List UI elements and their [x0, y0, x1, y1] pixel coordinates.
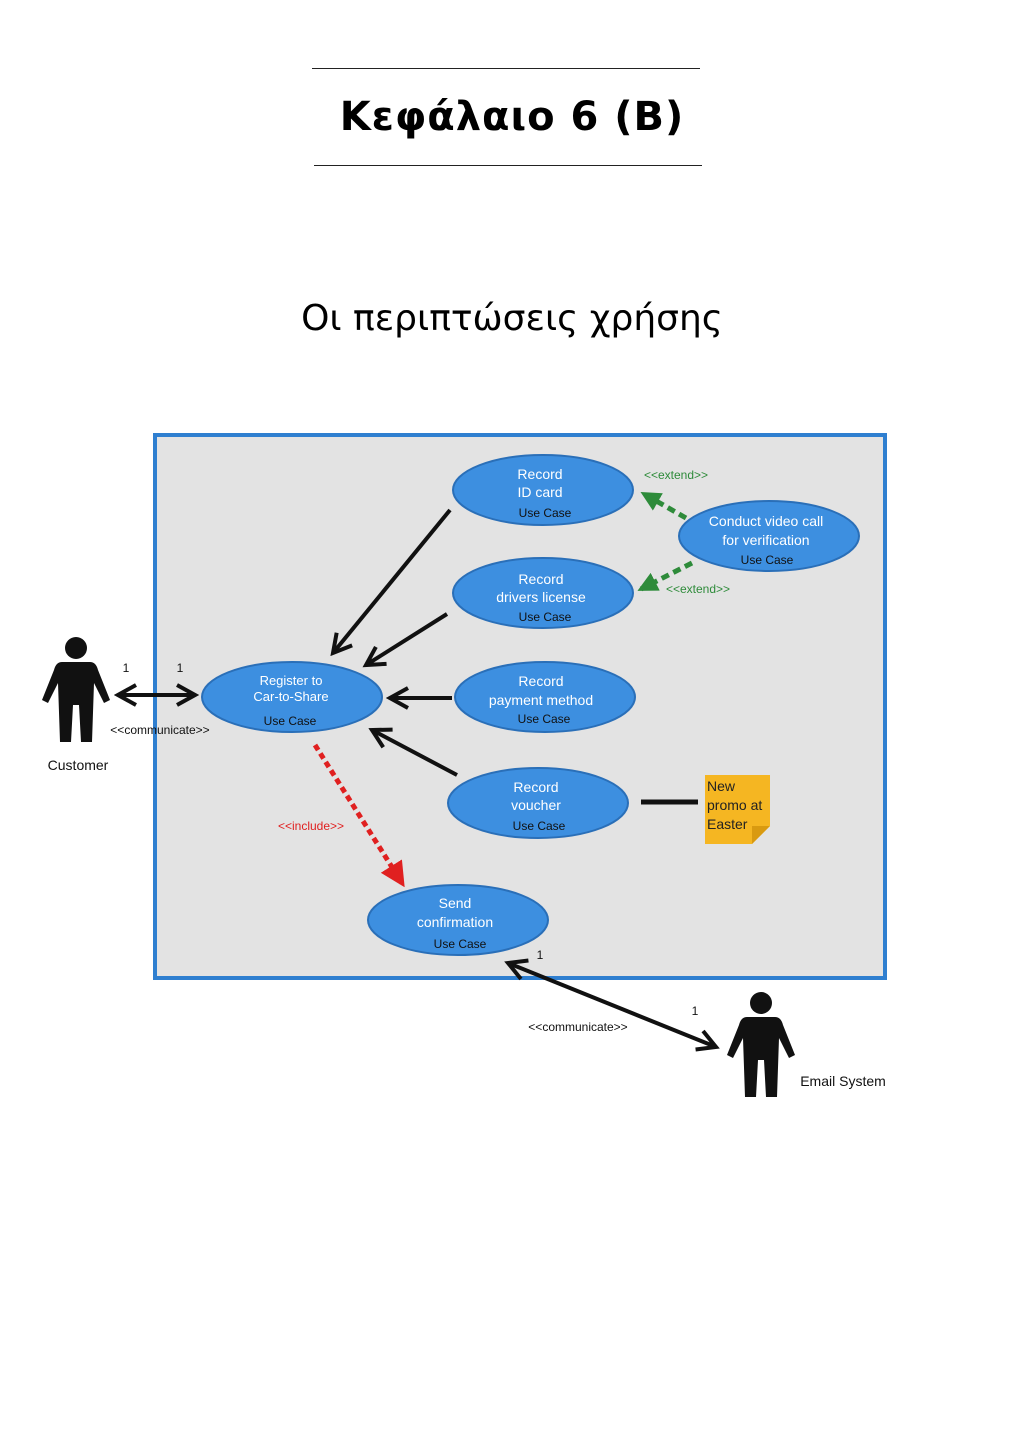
- use-case-register: Register to Car-to-Share Use Case: [201, 661, 383, 733]
- association-license-register: [366, 612, 449, 665]
- extend-label-bottom: <<extend>>: [666, 582, 730, 596]
- svg-text:Use Case: Use Case: [741, 553, 794, 567]
- use-case-record-id-card: Record ID card Use Case: [452, 454, 634, 526]
- extend-arrow-license: [637, 560, 694, 592]
- use-case-record-payment-method: Record payment method Use Case: [454, 661, 636, 733]
- multiplicity-customer-right: 1: [177, 661, 184, 675]
- use-case-record-voucher: Record voucher Use Case: [447, 767, 629, 839]
- communicate-label-customer: <<communicate>>: [110, 723, 209, 737]
- multiplicity-email-top: 1: [537, 948, 544, 962]
- association-voucher-register: [372, 730, 458, 777]
- extend-label-top: <<extend>>: [644, 468, 708, 482]
- customer-actor-icon: [42, 637, 110, 742]
- customer-label: Customer: [48, 757, 109, 773]
- svg-text:Use Case: Use Case: [519, 506, 572, 520]
- sticky-note: New promo at Easter: [705, 775, 770, 844]
- top-rule: [312, 68, 700, 69]
- section-title: Οι περιπτώσεις χρήσης: [301, 298, 723, 339]
- svg-text:payment method: payment method: [489, 692, 593, 708]
- svg-text:Send: Send: [439, 895, 472, 911]
- email-system-label: Email System: [800, 1073, 886, 1089]
- svg-text:Use Case: Use Case: [264, 714, 317, 728]
- multiplicity-email-bottom: 1: [692, 1004, 699, 1018]
- svg-text:Record: Record: [517, 466, 562, 482]
- email-communicate-line: [508, 963, 716, 1047]
- svg-text:ID card: ID card: [517, 484, 562, 500]
- include-arrow: [312, 743, 405, 888]
- multiplicity-customer-left: 1: [123, 661, 130, 675]
- svg-text:for verification: for verification: [722, 532, 809, 548]
- svg-text:promo at: promo at: [707, 797, 762, 813]
- svg-text:drivers license: drivers license: [496, 589, 586, 605]
- svg-text:Car-to-Share: Car-to-Share: [253, 689, 328, 704]
- extend-arrow-id: [640, 491, 688, 521]
- svg-text:Register to: Register to: [260, 673, 323, 688]
- svg-text:Use Case: Use Case: [518, 712, 571, 726]
- svg-text:confirmation: confirmation: [417, 914, 493, 930]
- svg-text:Easter: Easter: [707, 816, 748, 832]
- association-id-register: [333, 508, 452, 653]
- chapter-title: Κεφάλαιο 6 (Β): [339, 94, 685, 140]
- communicate-label-email: <<communicate>>: [528, 1020, 627, 1034]
- svg-text:Conduct video call: Conduct video call: [709, 513, 823, 529]
- svg-text:Use Case: Use Case: [434, 937, 487, 951]
- svg-text:Use Case: Use Case: [513, 819, 566, 833]
- email-system-actor-icon: [727, 992, 795, 1097]
- svg-text:Use Case: Use Case: [519, 610, 572, 624]
- svg-text:voucher: voucher: [511, 797, 561, 813]
- svg-text:New: New: [707, 778, 736, 794]
- use-case-send-confirmation: Send confirmation Use Case: [367, 884, 549, 956]
- use-case-record-drivers-license: Record drivers license Use Case: [452, 557, 634, 629]
- svg-text:Record: Record: [518, 571, 563, 587]
- bottom-rule: [314, 165, 702, 166]
- include-label: <<include>>: [278, 819, 344, 833]
- use-case-conduct-video-call: Conduct video call for verification Use …: [678, 500, 860, 572]
- svg-text:Record: Record: [513, 779, 558, 795]
- svg-text:Record: Record: [518, 673, 563, 689]
